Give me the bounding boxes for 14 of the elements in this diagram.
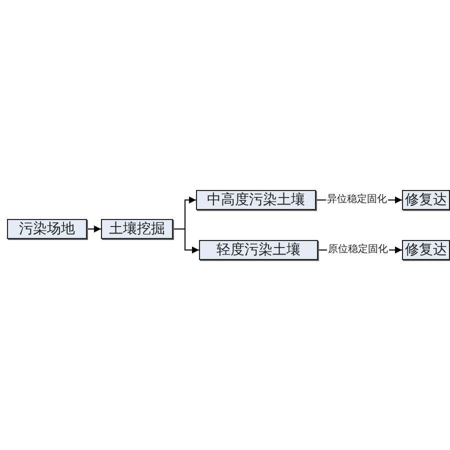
box-text: 土壤挖掘 — [109, 222, 165, 236]
box-text: 污染场地 — [19, 222, 75, 236]
process-box — [7, 219, 87, 239]
box-text: 修复达 — [405, 193, 447, 207]
arrow — [86, 226, 102, 232]
box-text: 轻度污染土壤 — [216, 243, 300, 257]
arrow — [172, 228, 200, 254]
box-text: 中高度污染土壤 — [207, 193, 305, 207]
process-box — [196, 190, 316, 210]
edge-label: 原位稳定固化 — [327, 245, 389, 255]
process-box — [101, 219, 173, 239]
edge-label: 异位稳定固化 — [326, 195, 388, 205]
process-box — [199, 240, 318, 260]
box-text: 修复达 — [405, 243, 447, 257]
